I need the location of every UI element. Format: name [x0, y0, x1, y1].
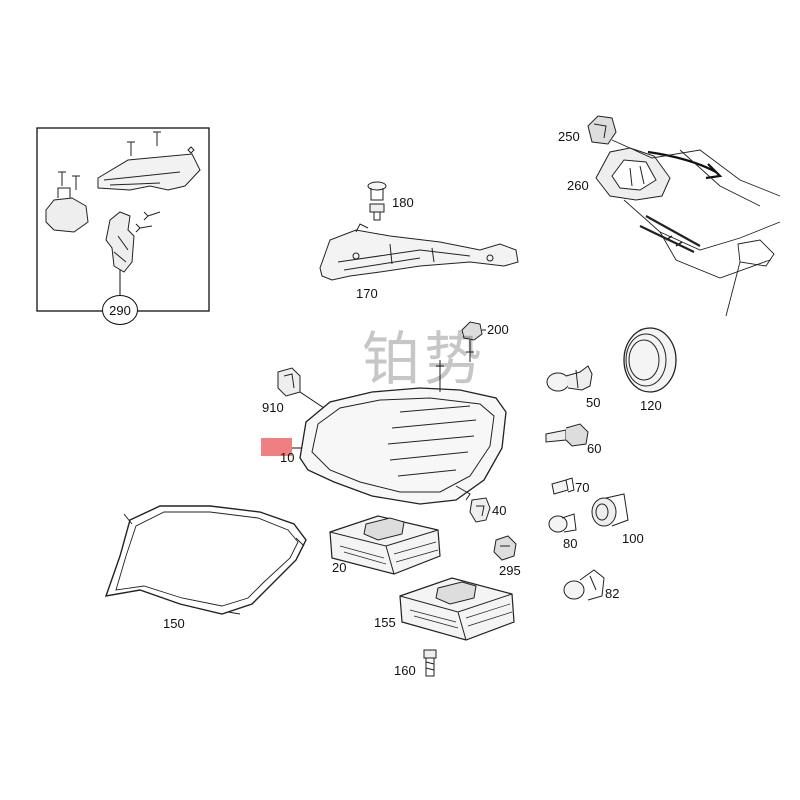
label-70: 70	[575, 480, 590, 495]
screw-180	[367, 181, 387, 221]
rain-sensor-250	[587, 115, 617, 145]
label-160: 160	[394, 663, 416, 678]
label-40: 40	[492, 503, 507, 518]
label-80: 80	[563, 536, 578, 551]
highlight-marker	[261, 438, 292, 456]
bulb-80	[548, 513, 577, 533]
label-82: 82	[605, 586, 620, 601]
label-10: 10	[280, 450, 295, 465]
sensor-housing-260	[595, 147, 671, 201]
label-100: 100	[622, 531, 644, 546]
bulb-60	[545, 423, 589, 447]
label-180: 180	[392, 195, 414, 210]
bulb-50	[546, 365, 593, 392]
label-60: 60	[587, 441, 602, 456]
arrow-to-windshield	[647, 150, 717, 173]
label-290: 290	[102, 295, 138, 325]
label-20: 20	[332, 560, 347, 575]
label-250: 250	[558, 129, 580, 144]
adjuster-assembly-290	[45, 131, 201, 273]
label-200: 200	[487, 322, 509, 337]
clip-40	[469, 497, 491, 523]
connector-910	[277, 367, 301, 397]
ballast-155	[399, 577, 515, 641]
label-295: 295	[499, 563, 521, 578]
bulb-70	[551, 477, 575, 495]
label-50: 50	[586, 395, 601, 410]
lens-frame-150	[104, 505, 307, 615]
label-120: 120	[640, 398, 662, 413]
windshield-view	[611, 139, 781, 317]
bracket-170	[319, 223, 519, 281]
motor-295	[493, 535, 517, 561]
ballast-20	[329, 515, 441, 575]
label-260: 260	[567, 178, 589, 193]
label-155: 155	[374, 615, 396, 630]
headlamp-10	[299, 360, 507, 505]
watermark-text: 铂势	[362, 325, 487, 393]
label-150: 150	[163, 616, 185, 631]
bolt-160	[423, 649, 437, 677]
socket-100	[591, 493, 629, 527]
label-910: 910	[262, 400, 284, 415]
clip-200	[461, 321, 483, 362]
label-170: 170	[356, 286, 378, 301]
bulb-82	[563, 569, 605, 601]
cover-cap-120	[623, 327, 677, 393]
